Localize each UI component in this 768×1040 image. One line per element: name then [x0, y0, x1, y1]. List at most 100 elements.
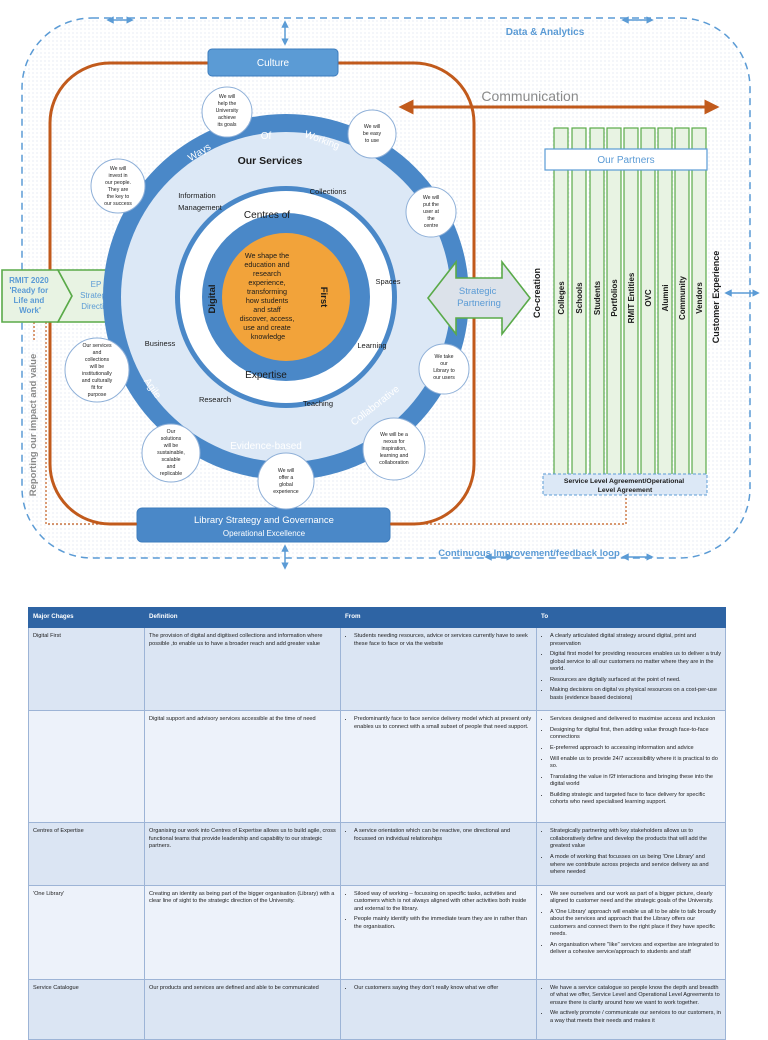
header-definition: Definition: [144, 607, 341, 628]
definition-cell: Digital support and advisory services ac…: [144, 710, 341, 824]
service-teaching: Teaching: [303, 399, 333, 408]
from-item: Siloed way of working – focussing on spe…: [354, 891, 532, 914]
first-label: First: [318, 287, 329, 308]
definition-cell: Creating an identity as being part of th…: [144, 884, 341, 980]
definition-cell: The provision of digital and digitised c…: [144, 626, 341, 712]
from-cell: Our customers saying they don't really k…: [340, 978, 537, 1040]
from-cell: A service orientation which can be react…: [340, 822, 537, 886]
table-row: Service Catalogue Our products and servi…: [28, 978, 726, 1040]
to-item: E-preferred approach to accessing inform…: [550, 745, 721, 753]
from-item: Students needing resources, advice or se…: [354, 633, 532, 648]
to-item: Will enable us to provide 24/7 accessibi…: [550, 756, 721, 771]
data-analytics-label: Data & Analytics: [506, 27, 585, 38]
expertise-label: Expertise: [245, 370, 287, 381]
to-item: A 'One Library' approach will enable us …: [550, 909, 721, 939]
partner-label: Schools: [575, 282, 584, 314]
our-services-title: Our Services: [238, 155, 303, 167]
change-cell: 'One Library': [28, 884, 145, 980]
strategic-partnering-arrow: [426, 259, 532, 337]
feedback-line-right: [390, 494, 627, 525]
continuous-improvement-label: Continuous Improvement/feedback loop: [438, 548, 620, 559]
from-cell: Predominantly face to face service deliv…: [340, 710, 537, 824]
to-item: A clearly articulated digital strategy a…: [550, 633, 721, 648]
partner-columns: [553, 127, 707, 477]
partner-label: OVC: [644, 289, 653, 307]
from-item: A service orientation which can be react…: [354, 828, 532, 843]
major-changes-table: Major Chages Definition From To Digital …: [28, 607, 726, 1040]
partner-label: Community: [678, 275, 687, 320]
header-major-changes: Major Chages: [28, 607, 145, 628]
change-cell: Digital First: [28, 626, 145, 712]
library-strategy-diagram: Data & Analytics Continuous Improvement/…: [1, 16, 760, 570]
table-row: Centres of Expertise Organising our work…: [28, 822, 726, 886]
to-cell: Services designed and delivered to maxim…: [536, 710, 726, 824]
table-header-row: Major Chages Definition From To: [28, 607, 726, 628]
to-item: We actively promote / communicate our se…: [550, 1010, 721, 1025]
change-cell: Service Catalogue: [28, 978, 145, 1040]
core-purpose-text: We shape the education and research expe…: [240, 251, 297, 341]
strategy-governance-subtitle: Operational Excellence: [223, 529, 306, 538]
partner-label: RMIT Entities: [627, 272, 636, 323]
to-item: Designing for digital first, then adding…: [550, 727, 721, 742]
major-changes-table-container: Major Chages Definition From To Digital …: [28, 607, 726, 1040]
header-to: To: [536, 607, 726, 628]
digital-label: Digital: [207, 284, 218, 313]
our-partners-box: [544, 148, 708, 171]
strategy-governance-title: Library Strategy and Governance: [194, 515, 334, 526]
to-item: Translating the value in f2f interaction…: [550, 774, 721, 789]
change-cell: [28, 710, 145, 824]
strategy-governance-box: [136, 507, 391, 543]
to-item: Resources are digitally surfaced at the …: [550, 677, 721, 685]
culture-box: [207, 48, 339, 77]
to-cell: We have a service catalogue so people kn…: [536, 978, 726, 1040]
ring-label-of: Of: [261, 131, 272, 142]
reporting-label: Reporting our impact and value: [28, 354, 39, 497]
definition-cell: Our products and services are defined an…: [144, 978, 341, 1040]
partner-label: Portfolios: [610, 279, 619, 317]
our-partners-label: Our Partners: [597, 155, 654, 166]
to-item: Digital first model for providing resour…: [550, 651, 721, 674]
partner-label: Vendors: [695, 282, 704, 314]
to-cell: Strategically partnering with key stakeh…: [536, 822, 726, 886]
table-row: Digital support and advisory services ac…: [28, 710, 726, 824]
definition-cell: Organising our work into Centres of Expe…: [144, 822, 341, 886]
service-information-management: Information Management: [178, 191, 223, 212]
to-item: Services designed and delivered to maxim…: [550, 716, 721, 724]
to-item: An organisation where "like" services an…: [550, 942, 721, 957]
to-item: Building strategic and targeted face to …: [550, 792, 721, 807]
table-row: Digital First The provision of digital a…: [28, 626, 726, 712]
table-row: 'One Library' Creating an identity as be…: [28, 884, 726, 980]
to-item: We see ourselves and our work as part of…: [550, 891, 721, 906]
sla-box: [542, 473, 708, 496]
partner-label: Alumni: [661, 284, 670, 311]
co-creation-label: Co-creation: [532, 268, 542, 318]
from-item: Predominantly face to face service deliv…: [354, 716, 532, 731]
header-from: From: [340, 607, 537, 628]
service-learning: Learning: [357, 341, 386, 350]
culture-label: Culture: [257, 58, 290, 69]
service-business: Business: [145, 339, 176, 348]
partner-label: Students: [593, 280, 602, 315]
to-cell: We see ourselves and our work as part of…: [536, 884, 726, 980]
to-item: Making decisions on digital vs physical …: [550, 687, 721, 702]
from-cell: Siloed way of working – focussing on spe…: [340, 884, 537, 980]
ring-label-evidence: Evidence-based: [230, 441, 302, 452]
service-research: Research: [199, 395, 231, 404]
